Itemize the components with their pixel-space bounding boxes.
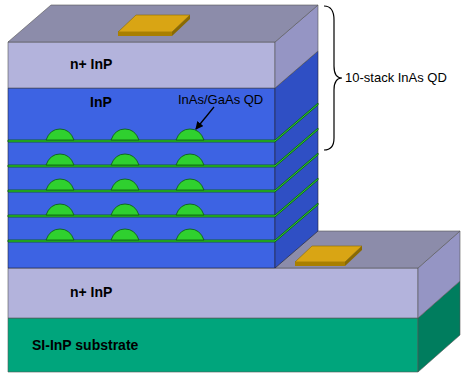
quantum-dot xyxy=(46,179,74,190)
wetting-layer xyxy=(8,153,318,192)
bottom-contact-front xyxy=(8,268,418,318)
wetting-layer xyxy=(8,203,318,242)
callout-label: InAs/GaAs QD xyxy=(178,92,263,107)
stack-bracket xyxy=(324,6,342,150)
contact-pad-edge xyxy=(118,32,172,36)
layer-region: n+ InP xyxy=(8,42,275,88)
quantum-dot xyxy=(111,204,139,215)
layer-region: SI-InP substrate xyxy=(8,318,418,372)
contact-pad-edge xyxy=(295,262,345,266)
quantum-dot xyxy=(46,154,74,165)
wetting-layer xyxy=(8,178,318,217)
contact-pad-edge xyxy=(345,246,362,266)
top-contact-top xyxy=(8,5,318,42)
layer-label: n+ InP xyxy=(70,284,112,300)
quantum-dot xyxy=(176,229,204,240)
layer-region: InP xyxy=(8,88,275,268)
layer-label: SI-InP substrate xyxy=(32,337,138,353)
leader-arrow xyxy=(196,107,214,129)
substrate-front xyxy=(8,318,418,372)
quantum-dot xyxy=(46,204,74,215)
quantum-dot xyxy=(111,179,139,190)
quantum-dot xyxy=(46,229,74,240)
contact-pad-edge xyxy=(172,15,190,36)
layer-region: n+ InP xyxy=(8,268,418,318)
quantum-dot xyxy=(176,154,204,165)
quantum-dot xyxy=(176,204,204,215)
contact-pad xyxy=(295,246,362,262)
top-contact-front xyxy=(8,42,275,88)
stack-label: 10-stack InAs QD xyxy=(345,70,447,85)
wetting-layer xyxy=(8,128,318,167)
quantum-dot xyxy=(111,129,139,140)
quantum-dot-layers xyxy=(8,103,318,242)
quantum-dot xyxy=(176,179,204,190)
wetting-layer xyxy=(8,103,318,142)
layer-label: n+ InP xyxy=(70,56,112,72)
quantum-dot xyxy=(176,129,204,140)
quantum-dot xyxy=(111,229,139,240)
quantum-dot xyxy=(111,154,139,165)
quantum-dot xyxy=(46,129,74,140)
contact-pad xyxy=(118,15,190,32)
layer-label: InP xyxy=(90,94,112,110)
